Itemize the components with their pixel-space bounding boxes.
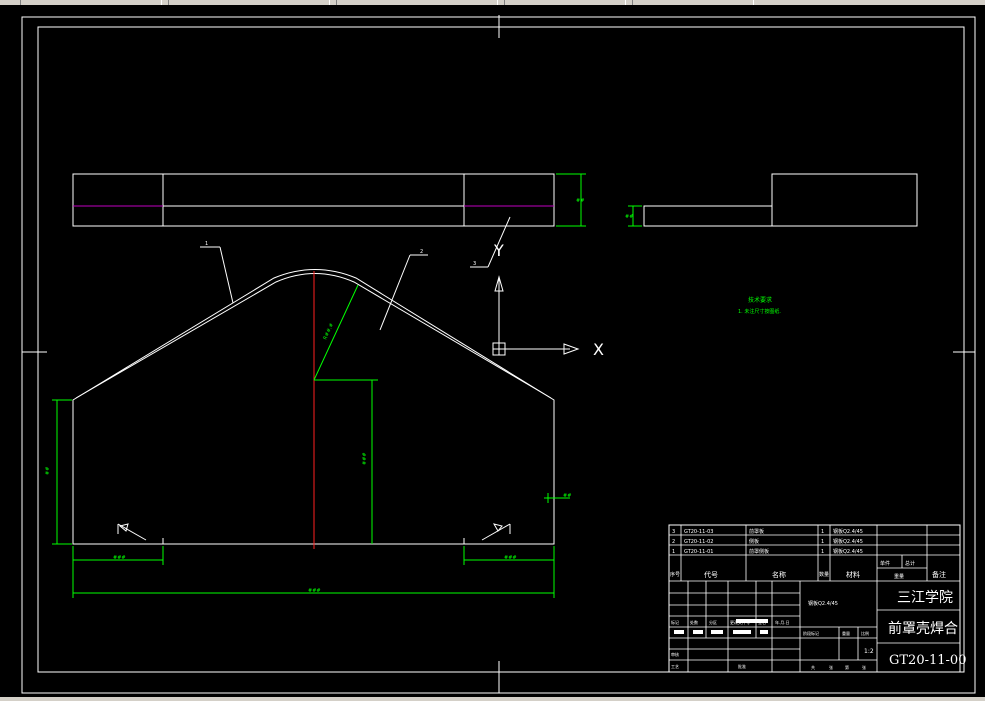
bottom-label: 张 (829, 664, 833, 670)
bottom-label: 共 (811, 664, 815, 670)
top-view-right-block (463, 173, 555, 227)
toolbar-segment[interactable] (336, 0, 498, 5)
bom-cell: 1 (821, 529, 824, 535)
front-view: 1 2 3 R##.# ### ## ## ### ### ### (45, 216, 571, 598)
sign-label: 标记 (671, 619, 679, 625)
bom-cell: 钢板Q2.4/45 (833, 538, 863, 545)
bom-cell: GT20-11-03 (684, 529, 713, 535)
front-dimensions (52, 284, 570, 598)
technical-notes: 技术要求 1. 未注尺寸按图纸. (738, 296, 781, 315)
sign-label: 更改文件号 (730, 619, 750, 625)
weld-symbol-left (117, 523, 147, 541)
drawing-number: GT20-11-00 (889, 653, 966, 668)
sign-label: 签名 (758, 619, 766, 625)
left-height-dimension: ## (45, 467, 51, 475)
title-block-frame (668, 524, 961, 673)
bottom-label: 批准 (738, 663, 746, 669)
toolbar-segment[interactable] (632, 0, 754, 5)
dimension-text: ## (576, 198, 584, 204)
center-height-dimension: ### (362, 452, 368, 465)
left-foot-dimension: ### (113, 555, 126, 561)
bom-cell: 2 (672, 539, 675, 545)
top-view: ## (72, 173, 586, 227)
ucs-y-label: Y (493, 241, 504, 260)
weld-symbol-right (481, 523, 511, 541)
front-view-outline (72, 269, 555, 545)
side-view-base (643, 205, 773, 227)
bom-cell: 1 (821, 549, 824, 555)
header-qty: 数量 (819, 571, 829, 578)
bom-cell: 1 (821, 539, 824, 545)
part-name: 前罩壳焊合 (888, 620, 958, 637)
bottom-label: 张 (862, 664, 866, 670)
material-mark: 钢板Q2.4/45 (808, 600, 838, 607)
bom-cell: 3 (672, 529, 675, 535)
header-material: 材料 (846, 570, 860, 579)
status-bar (0, 697, 985, 701)
bom-cell: 侧板 (749, 538, 759, 545)
right-small-dimension: ## (563, 493, 571, 499)
header-no: 序号 (670, 571, 680, 578)
side-view: ## (625, 173, 918, 227)
sign-label: 年.月.日 (775, 619, 790, 625)
ucs-icon[interactable] (492, 275, 580, 356)
toolbar-segment[interactable] (504, 0, 626, 5)
bom-cell: 钢板Q2.4/45 (833, 548, 863, 555)
header-unit: 单件 (880, 560, 890, 567)
toolbar-segment[interactable] (20, 0, 162, 5)
header-weight: 重量 (894, 573, 904, 580)
stage-label: 阶段标记 (803, 630, 819, 636)
bom-cell: 钢板Q2.4/45 (833, 528, 863, 535)
bom-cell: 前罩侧板 (749, 548, 769, 555)
title-block-grid (669, 525, 960, 672)
header-remark: 备注 (932, 570, 946, 579)
bom-headers: 序号 代号 名称 数量 材料 单件 总计 重量 备注 (670, 560, 946, 580)
bottom-label: 工艺 (671, 664, 679, 669)
drawing-frame (37, 26, 965, 673)
header-name: 名称 (772, 570, 786, 579)
dimension-text: ## (625, 214, 633, 220)
foot-marks (162, 538, 465, 544)
stage-label: 重量 (842, 630, 850, 636)
ucs-x-label: X (593, 340, 604, 359)
bom-table: 3 GT20-11-03 前罩板 1 钢板Q2.4/45 2 GT20-11-0… (672, 528, 863, 555)
stage-label: 比例 (861, 630, 869, 636)
bom-cell: 前罩板 (749, 528, 764, 535)
right-foot-dimension: ### (504, 555, 517, 561)
header-code: 代号 (704, 570, 718, 579)
toolbar-segment[interactable] (168, 0, 330, 5)
bottom-label: 第 (845, 664, 849, 670)
balloon-2[interactable]: 2 (420, 249, 423, 255)
bottom-label: 审核 (671, 651, 679, 657)
notes-title: 技术要求 (748, 296, 772, 304)
bom-cell: 1 (672, 549, 675, 555)
bom-cell: GT20-11-01 (684, 549, 713, 555)
sign-label: 处数 (690, 619, 698, 625)
school-name: 三江学院 (897, 590, 953, 606)
centering-marks (22, 15, 975, 693)
side-view-block (771, 173, 918, 227)
top-view-height-dimension (556, 173, 586, 227)
header-total: 总计 (905, 560, 915, 567)
scale-value: 1:2 (864, 648, 874, 655)
sign-labels: 标记 处数 分区 更改文件号 签名 年.月.日 阶段标记 重量 比例 审核 工艺… (671, 619, 869, 670)
overall-width-dimension: ### (308, 588, 321, 594)
balloon-1[interactable]: 1 (205, 241, 208, 247)
leaders (200, 216, 511, 331)
balloon-3[interactable]: 3 (473, 261, 476, 267)
title-block: 3 GT20-11-03 前罩板 1 钢板Q2.4/45 2 GT20-11-0… (668, 524, 966, 673)
notes-line: 1. 未注尺寸按图纸. (738, 308, 781, 315)
toolbar-strip (0, 0, 985, 5)
drawing-canvas[interactable]: ## ## 技术要求 1. 未注尺寸按图纸. (0, 5, 985, 701)
sign-label: 分区 (709, 619, 717, 625)
front-view-inner-curve (75, 273, 552, 399)
top-view-outline (72, 173, 555, 227)
bom-cell: GT20-11-02 (684, 539, 713, 545)
side-view-height-dimension (628, 205, 642, 227)
sign-fill-blocks (674, 619, 768, 634)
top-view-left-block (72, 173, 164, 227)
